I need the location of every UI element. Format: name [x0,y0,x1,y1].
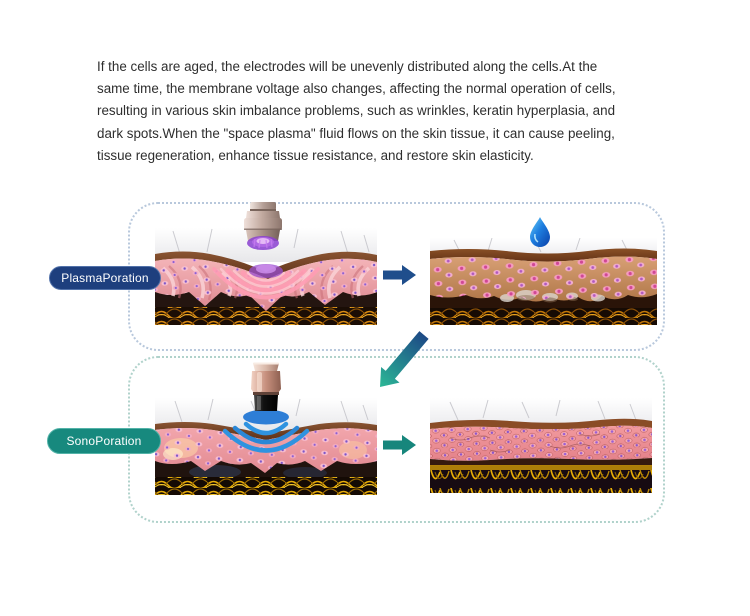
treated-skin-illustration [430,238,657,325]
arrow-right-icon [383,434,417,456]
paragraph-line: resulting in various skin imbalance prob… [97,103,616,119]
healthy-skin-illustration [430,398,652,493]
plasma-poration-label: PlasmaPoration [61,271,149,285]
plasma-handpiece-icon [233,201,293,253]
ultrasound-handpiece-icon [240,362,292,416]
paragraph-line: same time, the membrane voltage also cha… [97,81,616,97]
arrow-down-left-icon [370,327,432,393]
ultrasound-waves [222,409,310,453]
intro-paragraph: If the cells are aged, the electrodes wi… [97,56,616,167]
water-drop-icon [527,216,553,248]
plasma-glow-arcs [212,267,320,300]
arrow-right-icon [383,264,417,286]
plasma-poration-label-pill: PlasmaPoration [49,266,161,290]
hair-strands [449,399,637,421]
sono-poration-label-pill: SonoPoration [47,428,161,454]
aged-skin-sono-illustration [155,398,377,495]
sono-poration-label: SonoPoration [66,434,142,448]
paragraph-line: If the cells are aged, the electrodes wi… [97,59,598,74]
paragraph-line: tissue regeneration, enhance tissue resi… [97,147,534,163]
paragraph-line: dark spots.When the "space plasma" fluid… [97,125,615,141]
